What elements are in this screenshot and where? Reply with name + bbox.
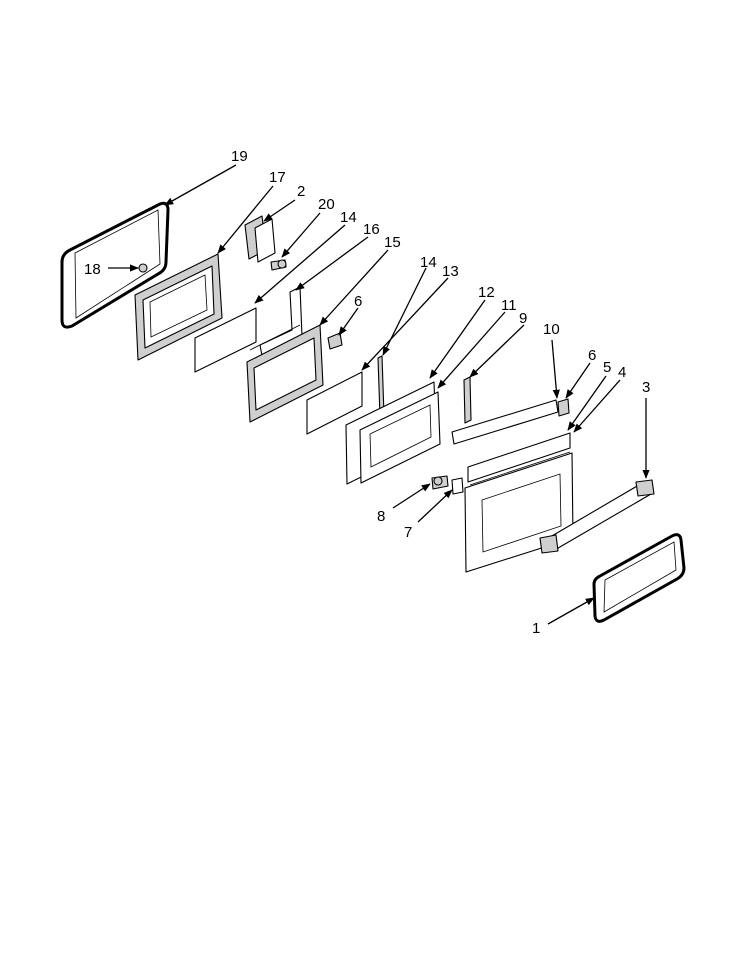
- leader-6a: [338, 307, 359, 336]
- callout-6-lower: 6: [588, 347, 596, 364]
- callout-1: 1: [532, 620, 540, 637]
- callout-2: 2: [297, 183, 305, 200]
- callout-6-upper: 6: [354, 293, 362, 310]
- leader-5: [567, 375, 607, 431]
- part-1-gasket: [592, 533, 686, 623]
- leader-2: [263, 199, 296, 222]
- leader-17: [217, 185, 274, 254]
- leader-19: [164, 164, 237, 206]
- callout-7: 7: [404, 524, 412, 541]
- leader-15: [319, 249, 389, 326]
- callout-3: 3: [642, 379, 650, 396]
- leader-13: [361, 277, 449, 371]
- leader-12: [429, 299, 486, 379]
- leader-6b: [565, 362, 591, 399]
- callout-14-upper: 14: [340, 209, 357, 226]
- callout-12: 12: [478, 284, 495, 301]
- leader-4: [573, 379, 621, 433]
- part-3-door-handle: [539, 479, 655, 554]
- callout-17: 17: [269, 169, 286, 186]
- leader-14b: [382, 267, 427, 356]
- leader-8: [392, 483, 431, 509]
- part-20-screw: [270, 259, 287, 271]
- callout-15: 15: [384, 234, 401, 251]
- leader-7: [417, 489, 453, 523]
- leader-14a: [254, 224, 346, 304]
- callout-labels: 19 18 17 2 20 14 16 15 6 14 13 12 11 9 1…: [84, 148, 650, 637]
- part-2-hinge: [244, 215, 276, 263]
- callout-16: 16: [363, 221, 380, 238]
- callout-13: 13: [442, 263, 459, 280]
- part-18-clip: [138, 263, 148, 273]
- part-10-top-trim: [451, 399, 559, 445]
- part-14-glass-lower: [306, 371, 363, 435]
- part-15-inner-glass-frame: [246, 324, 324, 423]
- leader-16: [295, 236, 369, 291]
- part-14-glass-upper: [194, 307, 257, 373]
- callout-10: 10: [543, 321, 560, 338]
- part-8-screw: [431, 475, 449, 490]
- callout-18: 18: [84, 261, 101, 278]
- part-5-vent-trim: [467, 432, 571, 483]
- part-12-door-glass: [345, 381, 441, 485]
- leader-10: [551, 339, 560, 399]
- leader-lines: [108, 164, 650, 625]
- leader-9: [469, 324, 525, 378]
- leader-11: [437, 311, 506, 389]
- part-9-vertical-bracket: [463, 376, 472, 424]
- part-6-screw-lower: [557, 398, 570, 417]
- callout-5: 5: [603, 359, 611, 376]
- part-6-screw-upper: [327, 332, 343, 350]
- callout-9: 9: [519, 310, 527, 327]
- part-7-spacer: [451, 477, 464, 495]
- callout-20: 20: [318, 196, 335, 213]
- callout-8: 8: [377, 508, 385, 525]
- callout-19: 19: [231, 148, 248, 165]
- callout-4: 4: [618, 364, 626, 381]
- callout-14-lower: 14: [420, 254, 437, 271]
- callout-11: 11: [501, 297, 517, 314]
- part-17-inner-door-liner: [134, 253, 223, 361]
- leader-1: [547, 597, 595, 625]
- leader-20: [281, 212, 321, 258]
